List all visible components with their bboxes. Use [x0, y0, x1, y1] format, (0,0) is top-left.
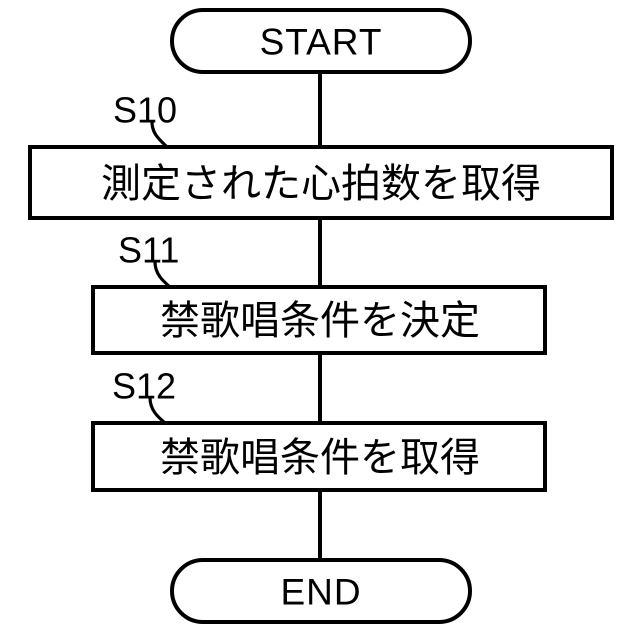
end-terminator[interactable] [170, 558, 472, 624]
process-box-s11-label: 禁歌唱条件を決定 [160, 298, 480, 344]
start-terminator[interactable] [170, 8, 472, 74]
step-label-s11: S11 [118, 230, 179, 271]
process-box-s10-label: 測定された心拍数を取得 [101, 161, 541, 207]
process-box-s10[interactable] [28, 145, 614, 220]
process-box-s11[interactable] [91, 285, 547, 355]
step-label-s10: S10 [113, 90, 177, 131]
start-terminator-label: START [260, 22, 383, 63]
process-box-s12-label: 禁歌唱条件を取得 [160, 435, 480, 481]
process-box-s12[interactable] [91, 421, 547, 492]
end-terminator-label: END [280, 572, 361, 613]
step-label-s12: S12 [112, 366, 176, 407]
